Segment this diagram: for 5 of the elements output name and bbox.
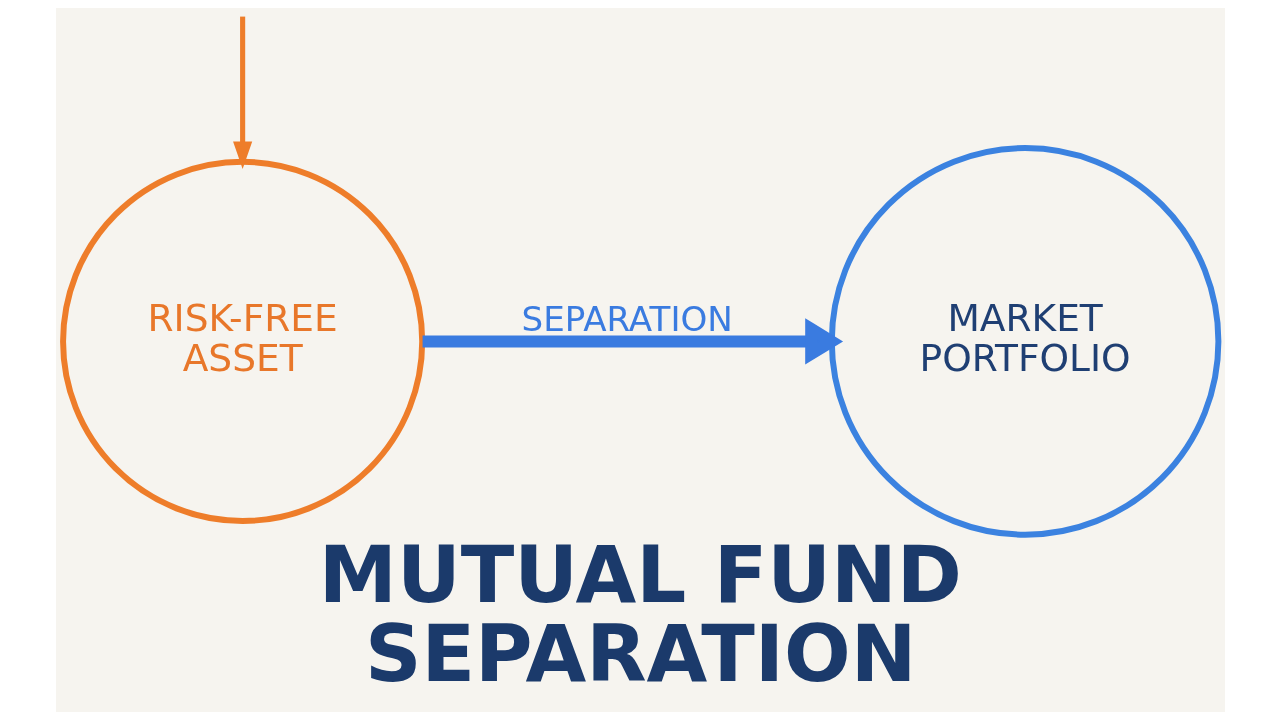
arrow xyxy=(232,16,252,169)
arrow xyxy=(422,318,843,365)
edge-label: SEPARATION xyxy=(521,299,733,340)
node-circle: MARKET PORTFOLIO xyxy=(828,145,1221,538)
node-circle: RISK-FREE ASSET xyxy=(59,158,425,524)
